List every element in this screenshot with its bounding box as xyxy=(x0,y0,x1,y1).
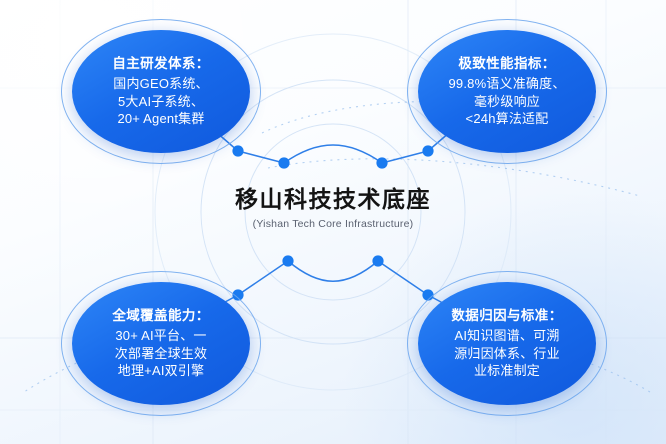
node-outline-ring xyxy=(407,271,607,416)
node-top-right[interactable]: 极致性能指标： 99.8%语义准确度、 毫秒级响应 <24h算法适配 xyxy=(407,19,607,164)
node-fill xyxy=(418,282,596,405)
node-text-block: 全域覆盖能力： 30+ AI平台、一 次部署全球生效 地理+AI双引擎 xyxy=(72,307,250,379)
node-line: 地理+AI双引擎 xyxy=(117,363,205,379)
node-outline-ring xyxy=(61,19,261,164)
node-outline-ring xyxy=(407,19,607,164)
node-line: <24h算法适配 xyxy=(465,111,549,127)
node-fill xyxy=(418,30,596,153)
node-heading: 全域覆盖能力： xyxy=(112,308,210,324)
connector-dot xyxy=(282,255,294,267)
node-line: AI知识图谱、可溯 xyxy=(454,328,560,344)
node-fill xyxy=(72,30,250,153)
node-outline-ring xyxy=(61,271,261,416)
node-heading: 极致性能指标： xyxy=(458,56,556,72)
node-text-block: 自主研发体系： 国内GEO系统、 5大AI子系统、 20+ Agent集群 xyxy=(72,55,250,127)
node-text-block: 数据归因与标准： AI知识图谱、可溯 源归因体系、行业 业标准制定 xyxy=(418,307,596,379)
connector-dot xyxy=(232,145,244,157)
node-line: 国内GEO系统、 xyxy=(113,76,209,92)
connector-dot xyxy=(422,145,434,157)
node-line: 业标准制定 xyxy=(473,363,540,379)
node-text-block: 极致性能指标： 99.8%语义准确度、 毫秒级响应 <24h算法适配 xyxy=(418,55,596,127)
node-line: 99.8%语义准确度、 xyxy=(448,76,566,92)
node-line: 5大AI子系统、 xyxy=(117,93,205,109)
node-bottom-right[interactable]: 数据归因与标准： AI知识图谱、可溯 源归因体系、行业 业标准制定 xyxy=(407,271,607,416)
node-line: 次部署全球生效 xyxy=(114,345,208,361)
node-line: 源归因体系、行业 xyxy=(454,345,560,361)
node-line: 20+ Agent集群 xyxy=(117,111,205,127)
node-heading: 自主研发体系： xyxy=(112,56,210,72)
node-top-left[interactable]: 自主研发体系： 国内GEO系统、 5大AI子系统、 20+ Agent集群 xyxy=(61,19,261,164)
node-line: 30+ AI平台、一 xyxy=(115,328,207,344)
connector-dot xyxy=(376,157,388,169)
node-fill xyxy=(72,282,250,405)
connector-dot xyxy=(278,157,290,169)
node-heading: 数据归因与标准： xyxy=(451,308,563,324)
node-bottom-left[interactable]: 全域覆盖能力： 30+ AI平台、一 次部署全球生效 地理+AI双引擎 xyxy=(61,271,261,416)
node-line: 毫秒级响应 xyxy=(473,93,540,109)
connector-dot xyxy=(372,255,384,267)
